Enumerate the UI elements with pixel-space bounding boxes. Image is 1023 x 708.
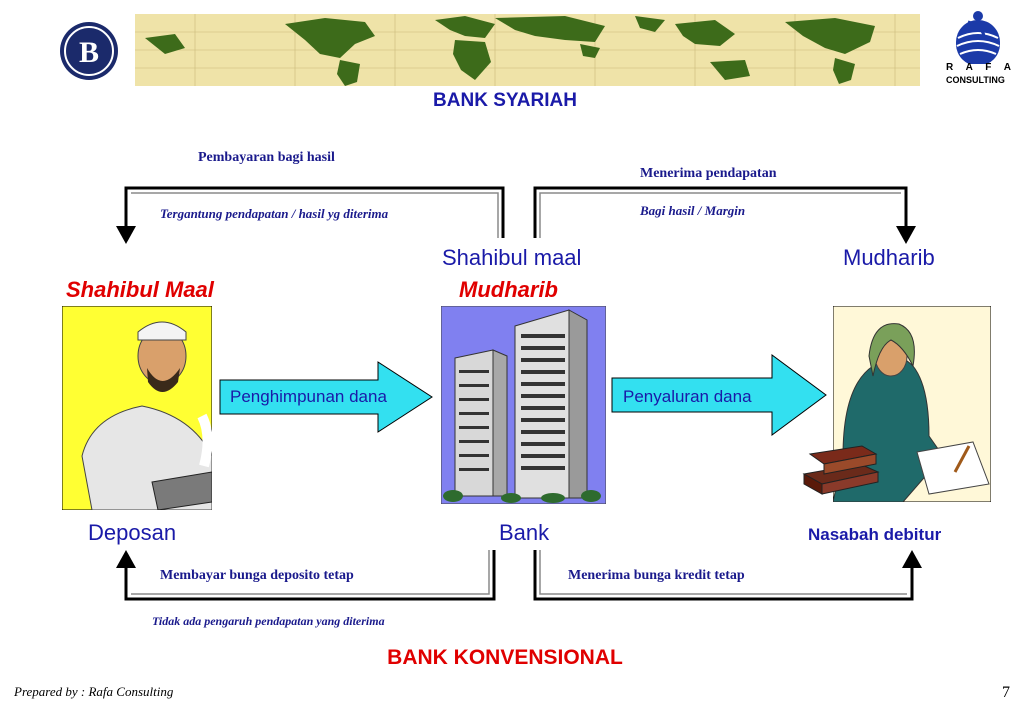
arrowhead-up-left — [116, 550, 136, 568]
role-left-red: Shahibul Maal — [66, 277, 214, 302]
bottom-left-label: Membayar bunga deposito tetap — [160, 568, 354, 583]
title-bank-syariah: BANK SYARIAH — [433, 90, 577, 111]
rafa-wordmark: R A F A — [946, 62, 1016, 73]
books-stack — [800, 444, 880, 505]
title-bank-konvensional: BANK KONVENSIONAL — [387, 646, 623, 669]
top-left-sublabel: Tergantung pendapatan / hasil yg diterim… — [160, 206, 389, 221]
role-right-top: Mudharib — [843, 245, 935, 270]
depositor-illustration — [61, 305, 213, 511]
role-center-bottom: Bank — [499, 520, 550, 545]
role-right-bottom: Nasabah debitur — [808, 525, 942, 544]
role-center-top: Shahibul maal — [442, 245, 582, 270]
top-right-label: Menerima pendapatan — [640, 166, 777, 181]
distribute-funds-label: Penyaluran dana — [623, 387, 752, 406]
arrowhead-down-right — [896, 226, 916, 244]
top-right-sublabel: Bagi hasil / Margin — [640, 203, 746, 218]
bottom-right-bracket-line — [533, 550, 914, 601]
role-left-bottom: Deposan — [88, 520, 177, 545]
bank-emblem-icon: B — [57, 19, 121, 83]
bottom-left-bracket-line — [124, 550, 496, 601]
building-clipart — [440, 305, 607, 505]
rafa-globe-icon — [956, 11, 1000, 66]
footer-prepared-by: Prepared by : Rafa Consulting — [14, 684, 174, 699]
top-right-bracket-line — [533, 186, 908, 238]
rafa-consulting-logo: R A F A CONSULTING — [938, 8, 1018, 90]
top-left-label: Pembayaran bagi hasil — [198, 150, 335, 165]
world-map-banner — [135, 14, 920, 86]
bank-building-illustration — [440, 305, 607, 505]
svg-text:B: B — [79, 36, 99, 69]
world-map-graphic — [135, 14, 920, 86]
depositor-clipart — [61, 305, 213, 511]
books-icon — [802, 445, 880, 495]
arrowhead-down-left — [116, 226, 136, 244]
consulting-wordmark: CONSULTING — [946, 75, 1005, 85]
page-number: 7 — [1002, 684, 1010, 701]
bank-logo: B — [56, 18, 122, 84]
bottom-sublabel: Tidak ada pengaruh pendapatan yang diter… — [152, 614, 385, 628]
collect-funds-label: Penghimpunan dana — [230, 387, 387, 406]
distribute-funds-arrow — [611, 354, 827, 436]
collect-funds-arrow — [219, 361, 433, 433]
role-center-red: Mudharib — [459, 277, 558, 302]
bottom-right-label: Menerima bunga kredit tetap — [568, 568, 745, 583]
arrowhead-up-right — [902, 550, 922, 568]
top-left-bracket-line — [124, 186, 505, 238]
